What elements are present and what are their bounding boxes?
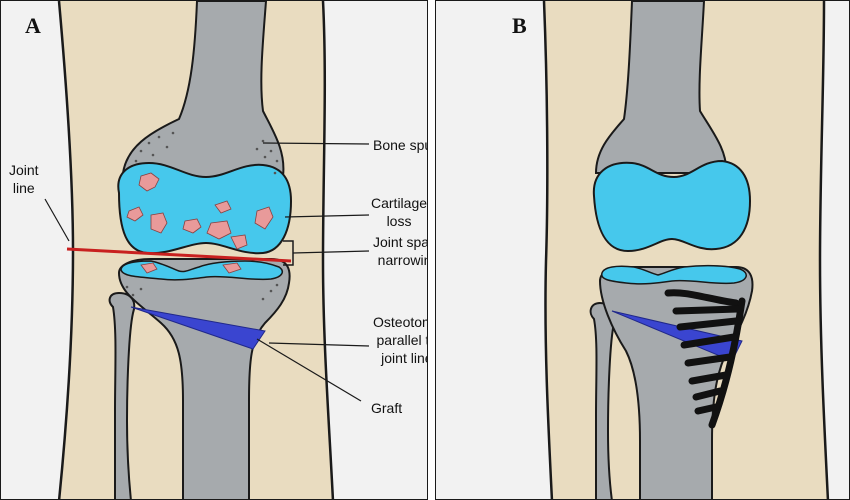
cartilage-lesion bbox=[230, 234, 248, 250]
leg-skin bbox=[544, 1, 828, 499]
panel-label-b: B bbox=[512, 13, 527, 38]
leader-cartilage-loss bbox=[284, 214, 370, 218]
leg-outline-left bbox=[57, 1, 75, 499]
cartilage-lesion bbox=[182, 218, 202, 234]
leg-outline-right bbox=[321, 1, 335, 499]
fibula bbox=[589, 301, 616, 499]
bone-spurs-tibia bbox=[125, 283, 279, 301]
femoral-cartilage bbox=[592, 159, 752, 253]
knee-osteoarthritis-illustration bbox=[44, 1, 370, 499]
tibial-cartilage bbox=[120, 260, 284, 281]
leader-joint-line bbox=[44, 198, 70, 242]
joint-line-marker bbox=[66, 247, 292, 263]
leader-graft bbox=[256, 338, 362, 402]
label-osteotomy: Osteotomyparallel tojoint line bbox=[373, 314, 428, 367]
leg-outline-right bbox=[818, 1, 830, 499]
cartilage-lesion bbox=[150, 212, 168, 234]
label-joint-space-narrowing: Joint spacenarrowing bbox=[373, 234, 427, 269]
cartilage-lesion bbox=[222, 262, 242, 274]
leader-joint-space bbox=[292, 250, 370, 254]
leader-bone-spurs bbox=[262, 142, 370, 145]
fixation-plate bbox=[664, 289, 746, 429]
label-graft: Graft bbox=[371, 400, 403, 416]
cartilage-lesion bbox=[206, 220, 232, 240]
tibial-cartilage bbox=[600, 264, 747, 285]
label-bone-spurs: Bone spurs bbox=[373, 137, 427, 153]
leader-osteotomy bbox=[268, 342, 370, 347]
bone-spurs-femur bbox=[134, 131, 279, 175]
panel-b: B bbox=[435, 0, 850, 500]
cartilage-lesion bbox=[140, 262, 158, 274]
knee-post-osteotomy-illustration bbox=[542, 1, 830, 499]
cartilage-lesion bbox=[138, 172, 160, 192]
leg-outline-left bbox=[542, 1, 554, 499]
cartilage-lesion bbox=[214, 200, 232, 214]
fibula bbox=[108, 291, 136, 499]
cartilage-lesion bbox=[126, 206, 144, 222]
cartilage-lesion bbox=[254, 206, 274, 230]
panel-label-a: A bbox=[25, 13, 41, 38]
